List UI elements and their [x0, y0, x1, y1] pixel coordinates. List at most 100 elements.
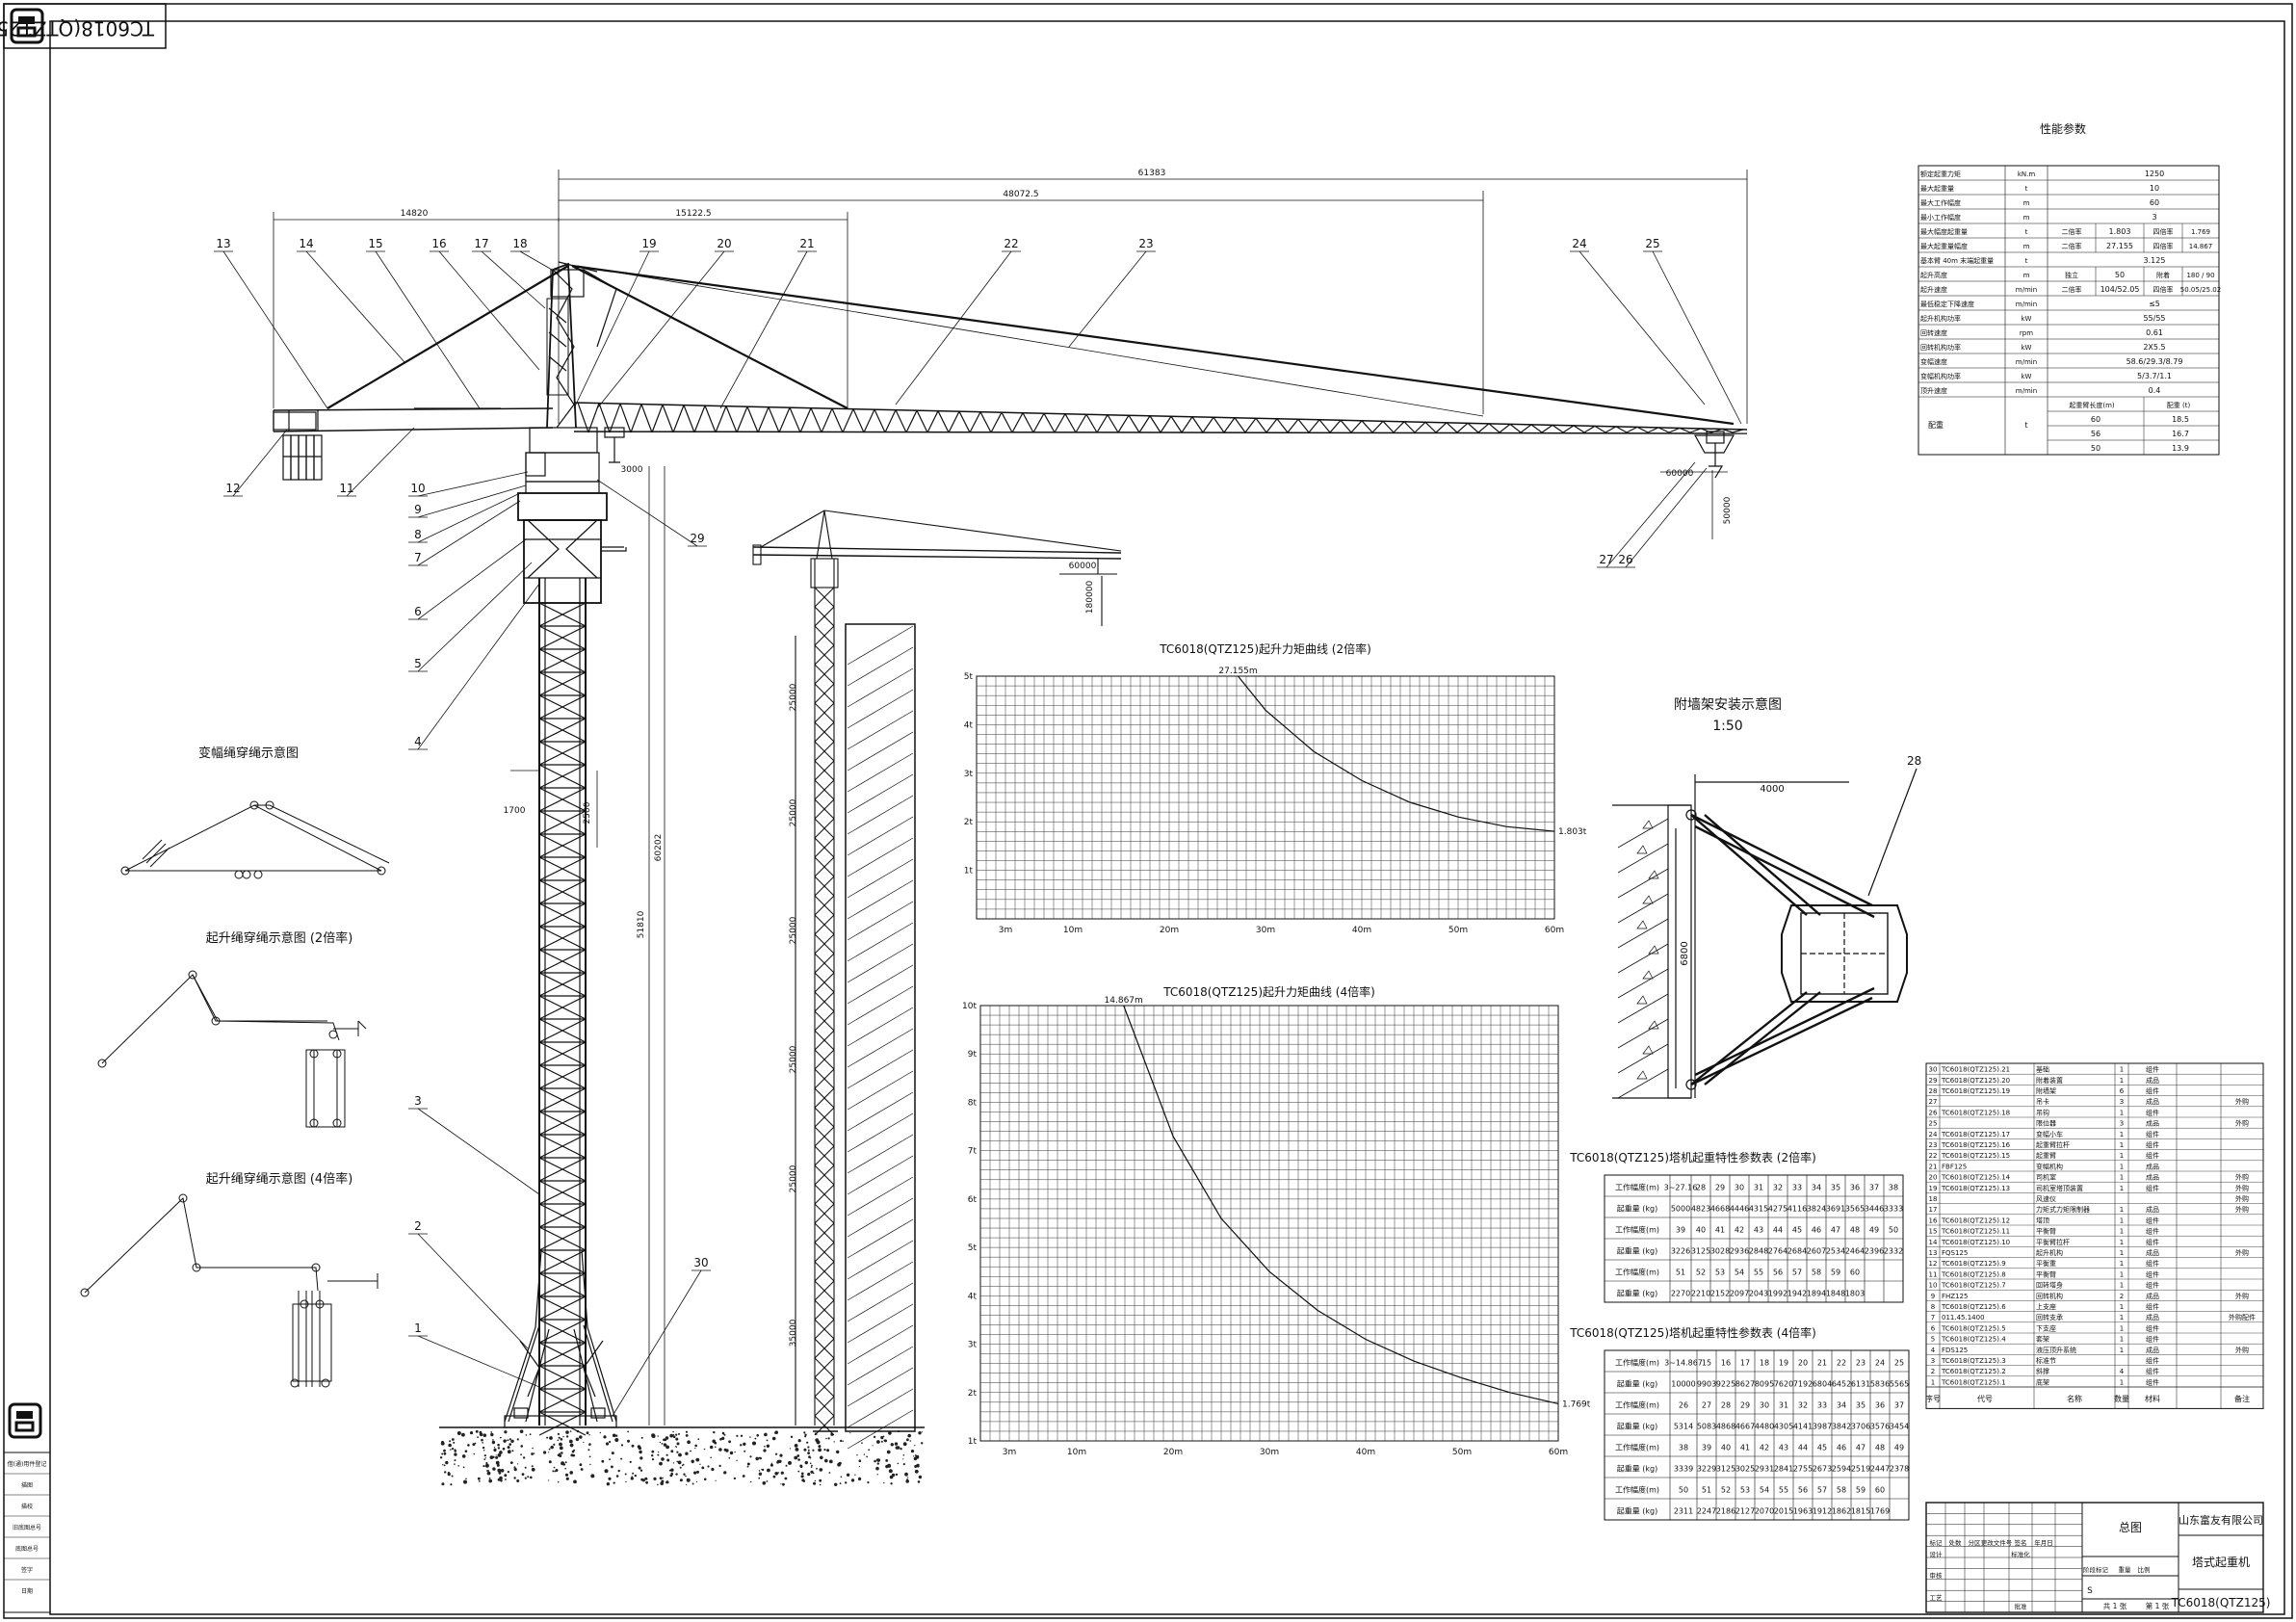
lift-table-4x-cell: 起重量 (kg): [1617, 1505, 1658, 1515]
param-value: 四倍率: [2153, 285, 2174, 294]
lift-table-4x-cell: 24: [1875, 1358, 1885, 1367]
bom-cell: 20: [1929, 1174, 1938, 1182]
param-name: 最大工作幅度: [1920, 198, 1961, 207]
lift-table-2x-cell: 起重量 (kg): [1617, 1288, 1658, 1297]
lift-table-4x-cell: 工作幅度(m): [1615, 1484, 1659, 1494]
crane-dimension: 60000: [1666, 469, 1694, 479]
peak-radius-label: 27.155m: [1218, 667, 1257, 676]
lift-table-4x-cell: 38: [1679, 1443, 1688, 1452]
titleblock-label: 年月日: [2034, 1538, 2053, 1547]
bom-cell: 1: [2120, 1066, 2124, 1074]
y-tick-label: 1t: [964, 867, 974, 876]
titleblock-label: 标准化: [2011, 1550, 2030, 1558]
lift-table-4x-cell: 5314: [1674, 1422, 1693, 1430]
lift-table-4x-cell: 30: [1760, 1400, 1769, 1409]
crane-dimension: 15122.5: [675, 209, 711, 219]
lift-table-4x-cell: 31: [1779, 1400, 1788, 1409]
callout-24: 24: [1572, 237, 1586, 250]
lift-table-2x-cell: 52: [1696, 1268, 1706, 1276]
param-name: 回转速度: [1920, 328, 1947, 337]
titleblock-label: 比例: [2138, 1565, 2151, 1574]
x-tick-label: 40m: [1352, 926, 1371, 935]
lift-table-2x-cell: 57: [1792, 1268, 1802, 1276]
bom-cell: FBF125: [1942, 1163, 1967, 1170]
lift-table-4x-cell: 起重量 (kg): [1617, 1463, 1658, 1473]
y-tick-label: 9t: [968, 1050, 978, 1060]
crane-dimension: 2500: [583, 801, 592, 824]
lift-table-2x-cell: 工作幅度(m): [1615, 1267, 1659, 1276]
lift-table-4x-cell: 2127: [1735, 1506, 1755, 1515]
bom-cell: TC6018(QTZ125).9: [1941, 1260, 2006, 1268]
bom-cell: 组件: [2146, 1216, 2159, 1224]
bom-cell: 组件: [2146, 1184, 2159, 1192]
crane-dimension: 51810: [637, 910, 646, 938]
callout-21: 21: [799, 237, 814, 250]
bom-cell: 起升机构: [2036, 1248, 2063, 1257]
bom-cell: 15: [1929, 1228, 1938, 1236]
lift-table-2x-cell: 2607: [1807, 1246, 1826, 1255]
bom-cell: 外购: [2235, 1248, 2249, 1257]
y-tick-label: 7t: [968, 1147, 978, 1157]
bom-cell: 组件: [2146, 1227, 2159, 1236]
callout-11: 11: [339, 482, 353, 495]
callout-leader: [305, 250, 405, 363]
bom-cell: 3: [2120, 1120, 2124, 1128]
bom-header: 材料: [2145, 1394, 2160, 1403]
callout-leader: [1652, 250, 1742, 425]
callout-leader: [719, 250, 808, 409]
bom-cell: 1: [2120, 1378, 2124, 1386]
lift-table-2x-cell: 起重量 (kg): [1617, 1245, 1658, 1255]
callout-23: 23: [1138, 237, 1153, 250]
reeving-luffing-title: 变幅绳穿绳示意图: [198, 746, 299, 761]
lift-table-2x-cell: 33: [1792, 1183, 1802, 1191]
lift-table-2x-cell: 工作幅度(m): [1615, 1182, 1659, 1191]
lift-table-4x-cell: 4480: [1755, 1422, 1774, 1430]
lift-table-2x-cell: 4315: [1749, 1204, 1768, 1213]
lift-table-4x-cell: 51: [1702, 1485, 1711, 1494]
left-strip-label: 描图: [21, 1481, 33, 1489]
lift-table-4x-cell: 50: [1679, 1485, 1688, 1494]
callout-17: 17: [474, 237, 488, 250]
param-unit: m: [2023, 199, 2030, 207]
lift-table-4x-cell: 工作幅度(m): [1615, 1400, 1659, 1409]
bom-cell: 组件: [2146, 1367, 2159, 1375]
callout-leader: [232, 429, 288, 497]
lift-table-2x-cell: 47: [1831, 1225, 1840, 1234]
bom-cell: 30: [1929, 1066, 1938, 1074]
lift-table-4x-cell: 2447: [1870, 1464, 1890, 1473]
jib-truss: [577, 402, 1744, 433]
callout-leader: [417, 484, 527, 518]
ground-hatch: [439, 1429, 924, 1487]
bom-cell: 外购: [2235, 1194, 2249, 1203]
y-tick-label: 6t: [968, 1195, 978, 1205]
lift-table-2x-cell: 53: [1715, 1268, 1725, 1276]
lift-table-2x-cell: 1894: [1807, 1289, 1826, 1297]
bom-cell: 成品: [2146, 1076, 2159, 1085]
bom-cell: TC6018(QTZ125).4: [1941, 1336, 2006, 1344]
callout-26: 26: [1618, 553, 1632, 566]
param-unit: kW: [2022, 373, 2032, 380]
bom-cell: TC6018(QTZ125).3: [1941, 1357, 2006, 1365]
param-name: 起升高度: [1920, 271, 1947, 279]
callout-leader: [481, 250, 546, 309]
lift-table-4x-cell: 2931: [1755, 1464, 1774, 1473]
lift-table-4x-cell: 21: [1817, 1358, 1827, 1367]
titleblock-label: 设计: [1930, 1550, 1944, 1558]
y-tick-label: 2t: [968, 1389, 978, 1399]
param-value: 独立: [2065, 271, 2078, 279]
titleblock-label: 标记: [1930, 1538, 1944, 1547]
lift-table-4x-cell: 43: [1779, 1443, 1788, 1452]
lift-table-2x-cell: 4823: [1691, 1204, 1710, 1213]
y-tick-label: 5t: [968, 1243, 978, 1253]
callout-leader: [895, 250, 1012, 406]
callout-5: 5: [414, 657, 422, 670]
bom-cell: 6: [2120, 1087, 2125, 1095]
lift-table-2x-cell: 2097: [1730, 1289, 1749, 1297]
param-unit: m/min: [2016, 286, 2037, 294]
callout-leader: [375, 250, 481, 409]
load-curve: [1123, 1005, 1559, 1404]
callout-1: 1: [414, 1321, 422, 1335]
